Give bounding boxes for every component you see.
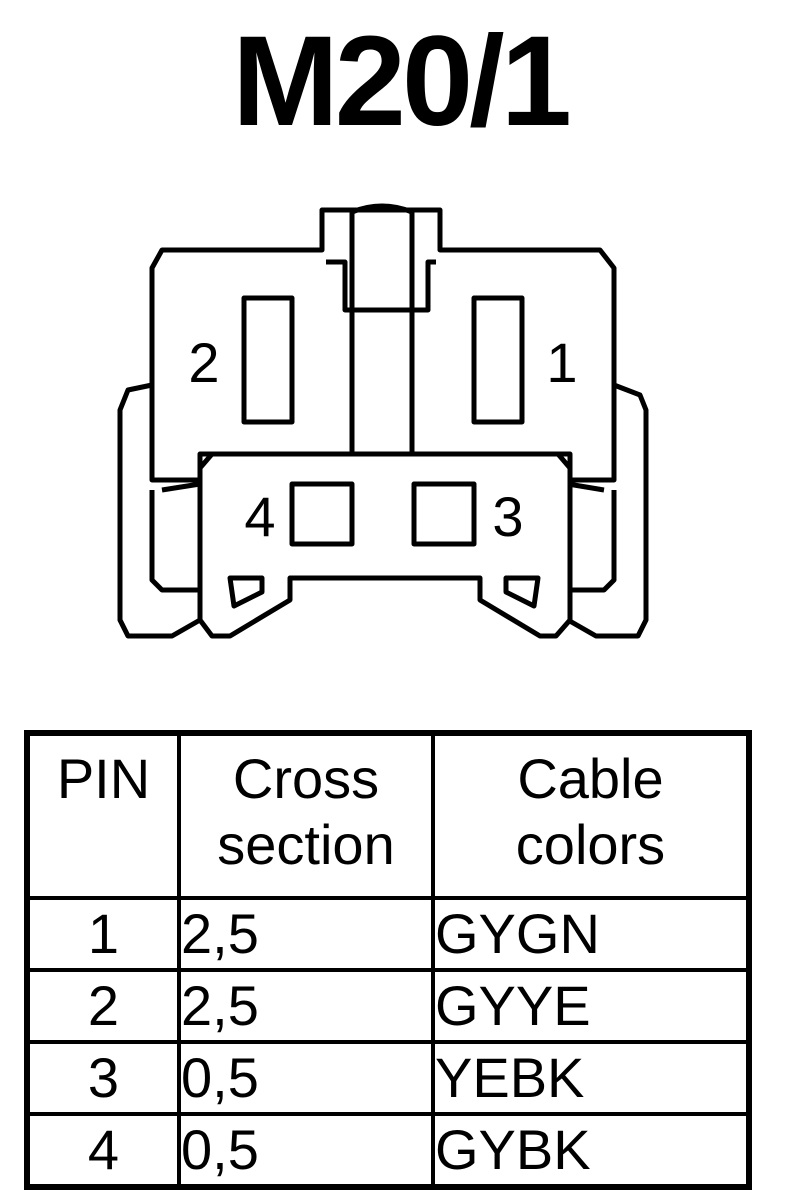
table-header-row: PIN Cross section Cable colors [25,731,751,900]
header-pin-text: PIN [56,747,151,810]
table-row: 2 2,5 GYYE [25,968,751,1044]
connector-diagram: 2 1 4 3 [117,203,649,639]
right-flange [566,382,649,639]
table-row: 3 0,5 YEBK [25,1040,751,1116]
pin-cell: 4 [25,1112,181,1189]
cross-section-cell: 0,5 [177,1040,435,1116]
header-cross-section-line2: section [217,813,395,876]
pin-2-cavity [241,295,295,425]
pin-1-cavity [471,295,525,425]
cross-section-cell: 2,5 [177,968,435,1044]
table-row: 1 2,5 GYGN [25,896,751,972]
cross-section-cell: 2,5 [177,896,435,972]
pin-cell: 3 [25,1040,181,1116]
pin-4-label: 4 [244,485,275,548]
cable-color-cell: GYGN [431,896,751,972]
table-row: 4 0,5 GYBK [25,1112,751,1189]
right-hook [503,575,541,609]
connector-housing [149,207,617,483]
diagram-title: M20/1 [232,10,572,153]
pin-cell: 2 [25,968,181,1044]
cable-color-cell: YEBK [431,1040,751,1116]
header-cable-colors-line1: Cable [517,747,664,810]
pin-1-label: 1 [546,331,577,394]
pin-3-cavity [411,481,477,547]
left-hook [227,575,265,609]
pin-2-label: 2 [188,331,219,394]
cable-color-cell: GYBK [431,1112,751,1189]
pin-4-cavity [289,481,355,547]
header-cross-section: Cross section [177,731,435,900]
header-cable-colors: Cable colors [431,731,751,900]
cross-section-cell: 0,5 [177,1112,435,1189]
pin-cell: 1 [25,896,181,972]
connector-lower-insert [197,451,573,639]
left-flange [117,382,202,639]
pin-3-label: 3 [492,485,523,548]
connector-latch [326,259,436,313]
header-cable-colors-line2: colors [515,813,666,876]
cable-color-cell: GYYE [431,968,751,1044]
pin-table: PIN Cross section Cable colors 1 2,5 GYG… [24,730,752,1190]
header-pin: PIN [25,731,181,900]
header-cross-section-line1: Cross [232,747,380,810]
